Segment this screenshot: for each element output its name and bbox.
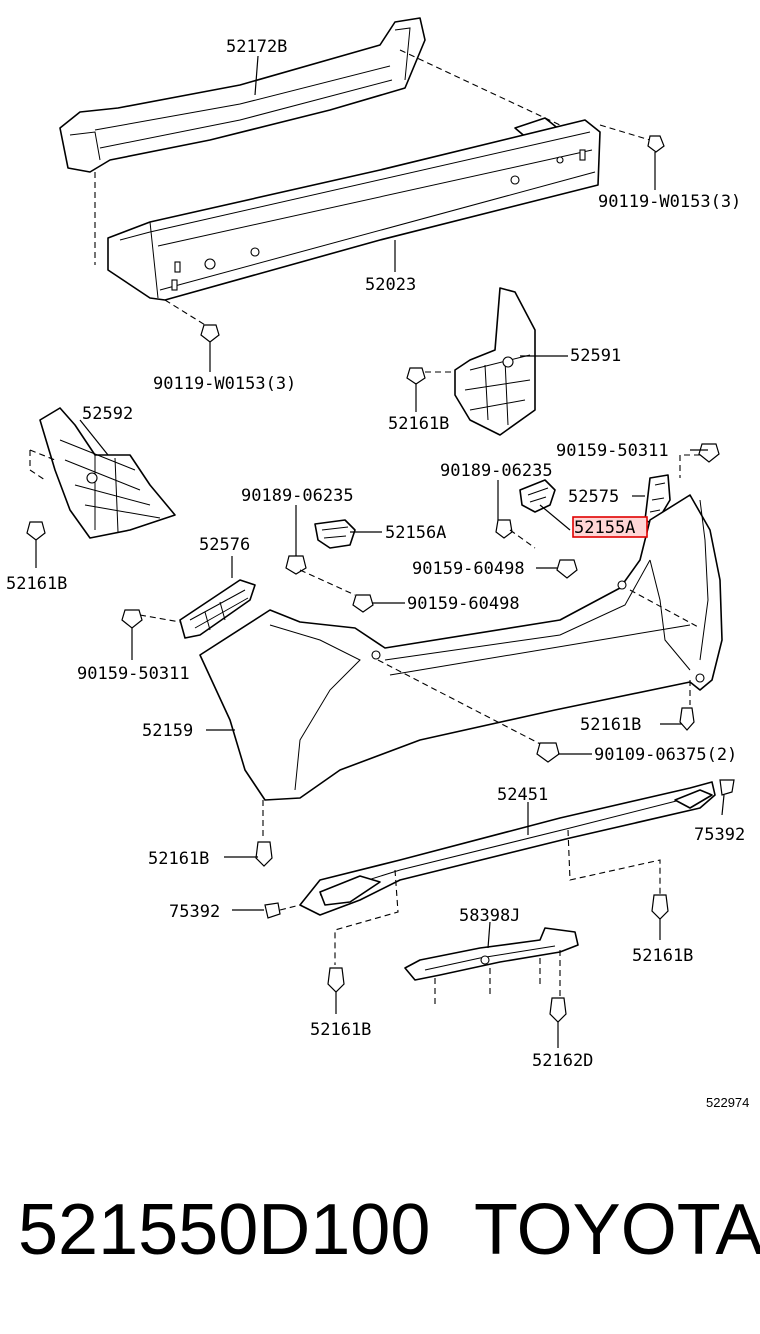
label-90159-60498-b[interactable]: 90159-60498 xyxy=(407,594,520,614)
label-90109-06375[interactable]: 90109-06375(2) xyxy=(594,745,737,765)
clip-52162d-icon xyxy=(549,997,567,1023)
screw-90159-60498-a-icon xyxy=(556,559,578,579)
label-52591[interactable]: 52591 xyxy=(570,346,621,366)
reinforcement-52023[interactable] xyxy=(107,119,601,301)
clip-52161b-a-icon xyxy=(406,367,426,385)
label-52156a[interactable]: 52156A xyxy=(385,523,446,543)
clip-52161b-d-icon xyxy=(255,841,273,867)
caption: 521550D100 TOYOTA xyxy=(0,1180,760,1300)
parts-diagram: 52172B 52023 90119-W0153(3) 90119-W0153(… xyxy=(6,17,749,1110)
label-52592[interactable]: 52592 xyxy=(82,404,133,424)
label-52161b-a[interactable]: 52161B xyxy=(388,414,449,434)
clip-75392-b-icon xyxy=(719,779,735,796)
label-75392-a[interactable]: 75392 xyxy=(169,902,220,922)
clip-52161b-c-icon xyxy=(679,707,695,731)
reinforcement-52172b[interactable] xyxy=(59,17,561,173)
part-number: 521550D100 xyxy=(18,1190,431,1270)
brand-name: TOYOTA xyxy=(474,1190,760,1270)
bolt-90119-top-icon xyxy=(647,135,665,153)
label-90189-06235-b[interactable]: 90189-06235 xyxy=(241,486,354,506)
label-90159-50311-a[interactable]: 90159-50311 xyxy=(556,441,669,461)
label-58398j[interactable]: 58398J xyxy=(459,906,520,926)
clip-52161b-b-icon xyxy=(26,521,46,541)
bolt-90119-left-icon xyxy=(200,324,220,343)
label-52023[interactable]: 52023 xyxy=(365,275,416,295)
label-52159[interactable]: 52159 xyxy=(142,721,193,741)
clip-52161b-f-icon xyxy=(651,894,669,920)
clip-90189-06235-a-icon xyxy=(495,519,513,539)
label-52161b-f[interactable]: 52161B xyxy=(632,946,693,966)
bracket-52591[interactable] xyxy=(454,287,536,436)
screw-90159-50311-a-icon xyxy=(698,443,720,463)
label-75392-b[interactable]: 75392 xyxy=(694,825,745,845)
label-52161b-b[interactable]: 52161B xyxy=(6,574,67,594)
label-90119-left[interactable]: 90119-W0153(3) xyxy=(153,374,296,394)
bracket-52156a[interactable] xyxy=(314,519,356,549)
label-90189-06235-a[interactable]: 90189-06235 xyxy=(440,461,553,481)
retainer-52575[interactable] xyxy=(644,474,671,526)
label-52155a[interactable]: 52155A xyxy=(574,518,635,538)
label-90119-top[interactable]: 90119-W0153(3) xyxy=(598,192,741,212)
label-90159-60498-a[interactable]: 90159-60498 xyxy=(412,559,525,579)
protector-58398j[interactable] xyxy=(404,927,579,981)
bracket-52155a[interactable] xyxy=(519,479,556,513)
reference-code: 522974 xyxy=(706,1095,749,1110)
label-52161b-c[interactable]: 52161B xyxy=(580,715,641,735)
label-52161b-d[interactable]: 52161B xyxy=(148,849,209,869)
label-52451[interactable]: 52451 xyxy=(497,785,548,805)
clip-75392-a-icon xyxy=(264,902,281,919)
screw-90159-60498-b-icon xyxy=(352,594,374,613)
highlight-box xyxy=(572,516,648,538)
label-90159-50311-b[interactable]: 90159-50311 xyxy=(77,664,190,684)
bumper-cover-52159[interactable] xyxy=(199,494,723,801)
lower-spoiler-52451[interactable] xyxy=(299,781,716,916)
label-52575[interactable]: 52575 xyxy=(568,487,619,507)
bracket-52576[interactable] xyxy=(179,579,256,639)
clip-52161b-e-icon xyxy=(327,967,345,993)
label-52172b[interactable]: 52172B xyxy=(226,37,287,57)
bolt-90109-06375-icon xyxy=(536,742,560,763)
screw-90159-50311-b-icon xyxy=(121,609,143,629)
label-52162d[interactable]: 52162D xyxy=(532,1051,593,1071)
label-52576[interactable]: 52576 xyxy=(199,535,250,555)
bracket-52592[interactable] xyxy=(39,407,176,539)
label-52161b-e[interactable]: 52161B xyxy=(310,1020,371,1040)
